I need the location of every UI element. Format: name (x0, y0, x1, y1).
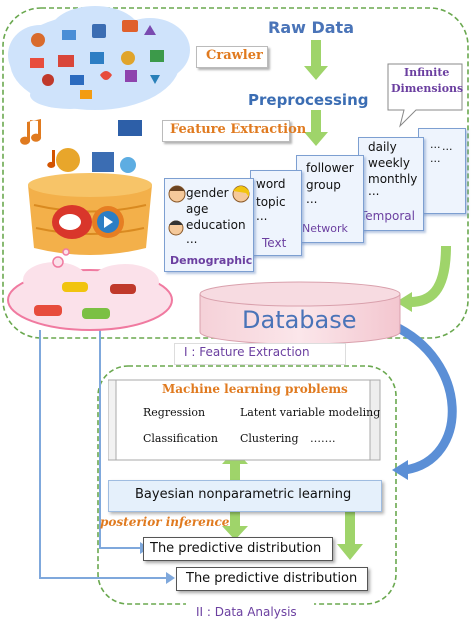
app-icons (30, 20, 164, 99)
predictive-distribution-outer-box (176, 567, 368, 591)
bayesian-to-predictive-arrow (222, 512, 248, 540)
ml-regression: Regression (143, 406, 206, 419)
cloud-to-predictive-outer-arrow (39, 330, 166, 579)
text-item-word: word (256, 177, 286, 191)
network-feature-card (296, 155, 364, 243)
preprocessing-label: Preprocessing (248, 91, 369, 109)
database-label: Database (242, 306, 357, 334)
ml-problems-scroll (108, 379, 381, 461)
text-item-more: ... (256, 209, 268, 223)
infinite-dimensions-line1: Infinite (404, 66, 450, 79)
extra-item-1: ... (430, 138, 441, 151)
basket (28, 173, 152, 255)
music-note-small-icon (47, 150, 56, 168)
to-outer-predictive-arrow (337, 500, 363, 560)
film-reel-icon (56, 148, 80, 172)
crawler-box (196, 46, 268, 68)
music-note-icon (20, 119, 42, 145)
text-label: Text (262, 236, 287, 250)
social-media-illustration (7, 6, 190, 331)
raw-to-preprocessing-arrow (304, 40, 328, 80)
person-avatars (168, 185, 250, 236)
data-analysis-section-box (186, 603, 314, 623)
bayesian-label: Bayesian nonparametric learning (135, 487, 352, 502)
predictive-distribution-inner-box (143, 537, 333, 561)
demographic-item-age: age (186, 202, 209, 216)
temporal-feature-card (358, 137, 424, 231)
features-to-database-arrow (396, 245, 451, 312)
posterior-inference-label: posterior inference (100, 515, 230, 529)
extra-item-2: ... (430, 152, 441, 165)
database-cylinder (199, 281, 401, 345)
data-analysis-section-label: II : Data Analysis (196, 605, 297, 619)
ml-classification: Classification (143, 432, 219, 445)
infinite-dimensions-line2: Dimensions (391, 82, 464, 95)
temporal-item-daily: daily (368, 140, 397, 154)
preprocessing-to-feature-arrow (304, 110, 328, 146)
ml-latent-variable-modeling: Latent variable modeling (240, 406, 381, 419)
temporal-label: Temporal (360, 209, 415, 223)
temporal-item-more: ... (368, 184, 380, 198)
temporal-item-weekly: weekly (368, 156, 410, 170)
demographic-label: Demographic (170, 254, 253, 267)
demographic-item-gender: gender (186, 186, 229, 200)
extra-item-3: ... (442, 140, 453, 153)
predictive-distribution-inner-label: The predictive distribution (150, 541, 322, 556)
infinite-dimensions-callout (387, 63, 463, 128)
clapperboard-icon (118, 120, 142, 136)
demographic-item-more: ... (186, 232, 198, 246)
car-icons (34, 282, 136, 319)
extra-feature-card (418, 128, 466, 214)
globe-icon (120, 157, 136, 173)
ml-problems-title: Machine learning problems (162, 382, 348, 396)
cloud-to-predictive-inner-arrow (99, 330, 140, 549)
bayesian-box (108, 480, 382, 512)
data-analysis-region (97, 365, 397, 605)
predictive-distribution-outer-label: The predictive distribution (186, 571, 358, 586)
feature-extraction-label: Feature Extraction (170, 122, 307, 137)
temporal-item-monthly: monthly (368, 172, 418, 186)
crawler-label: Crawler (206, 48, 263, 63)
feature-extraction-section-box (174, 343, 346, 365)
cloud-to-predictive-outer-head (166, 572, 175, 584)
photo-icon (92, 152, 114, 172)
ml-clustering: Clustering (240, 432, 299, 445)
ml-ellipsis: ……. (310, 432, 336, 445)
text-item-topic: topic (256, 195, 286, 209)
feature-extraction-box (162, 120, 290, 142)
raw-data-label: Raw Data (268, 18, 354, 37)
demographic-item-education: education (186, 218, 246, 232)
network-item-follower: follower (306, 161, 354, 175)
network-item-group: group (306, 178, 341, 192)
feature-extraction-section-label: I : Feature Extraction (184, 345, 310, 359)
database-to-analysis-arrow (390, 320, 457, 480)
network-label: Network (302, 222, 348, 235)
network-item-more: ... (306, 192, 318, 206)
